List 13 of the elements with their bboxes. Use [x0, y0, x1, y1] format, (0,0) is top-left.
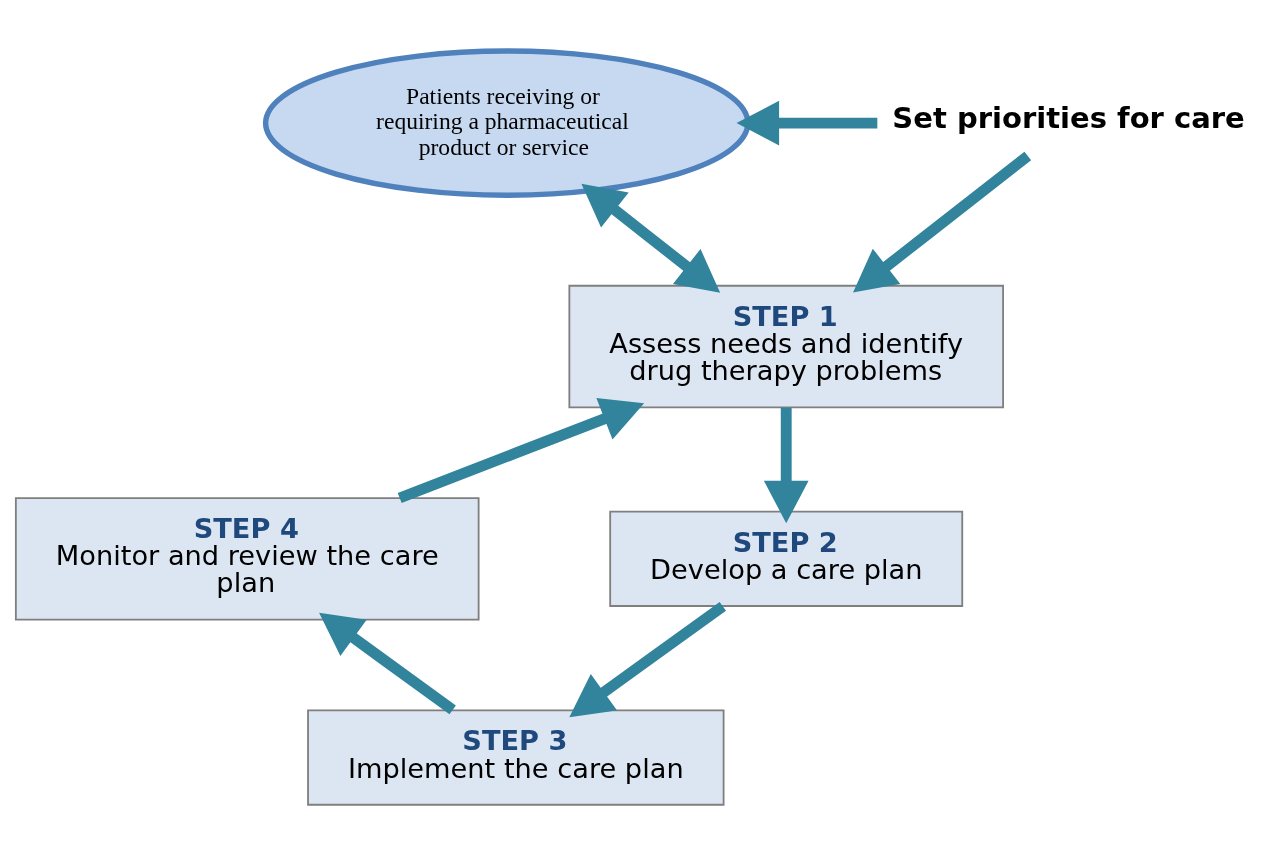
node-box: STEP 1 Assess needs and identify drug therapy problems [568, 284, 1004, 408]
arrow [763, 407, 809, 523]
node-box: STEP 2 Develop a care plan [609, 510, 964, 607]
node-text: Set priorities for care [892, 100, 1245, 135]
arrow [581, 183, 721, 293]
arrow [853, 151, 1032, 293]
arrow [736, 100, 878, 145]
arrow [319, 612, 456, 714]
arrow [569, 601, 726, 717]
node-ellipse: Patients receiving or requiring a pharmaceutical product or service [262, 47, 751, 198]
node-box: STEP 4 Monitor and review the care plan [14, 496, 480, 621]
arrow [397, 397, 645, 503]
node-box: STEP 3 Implement the care plan [307, 708, 725, 806]
